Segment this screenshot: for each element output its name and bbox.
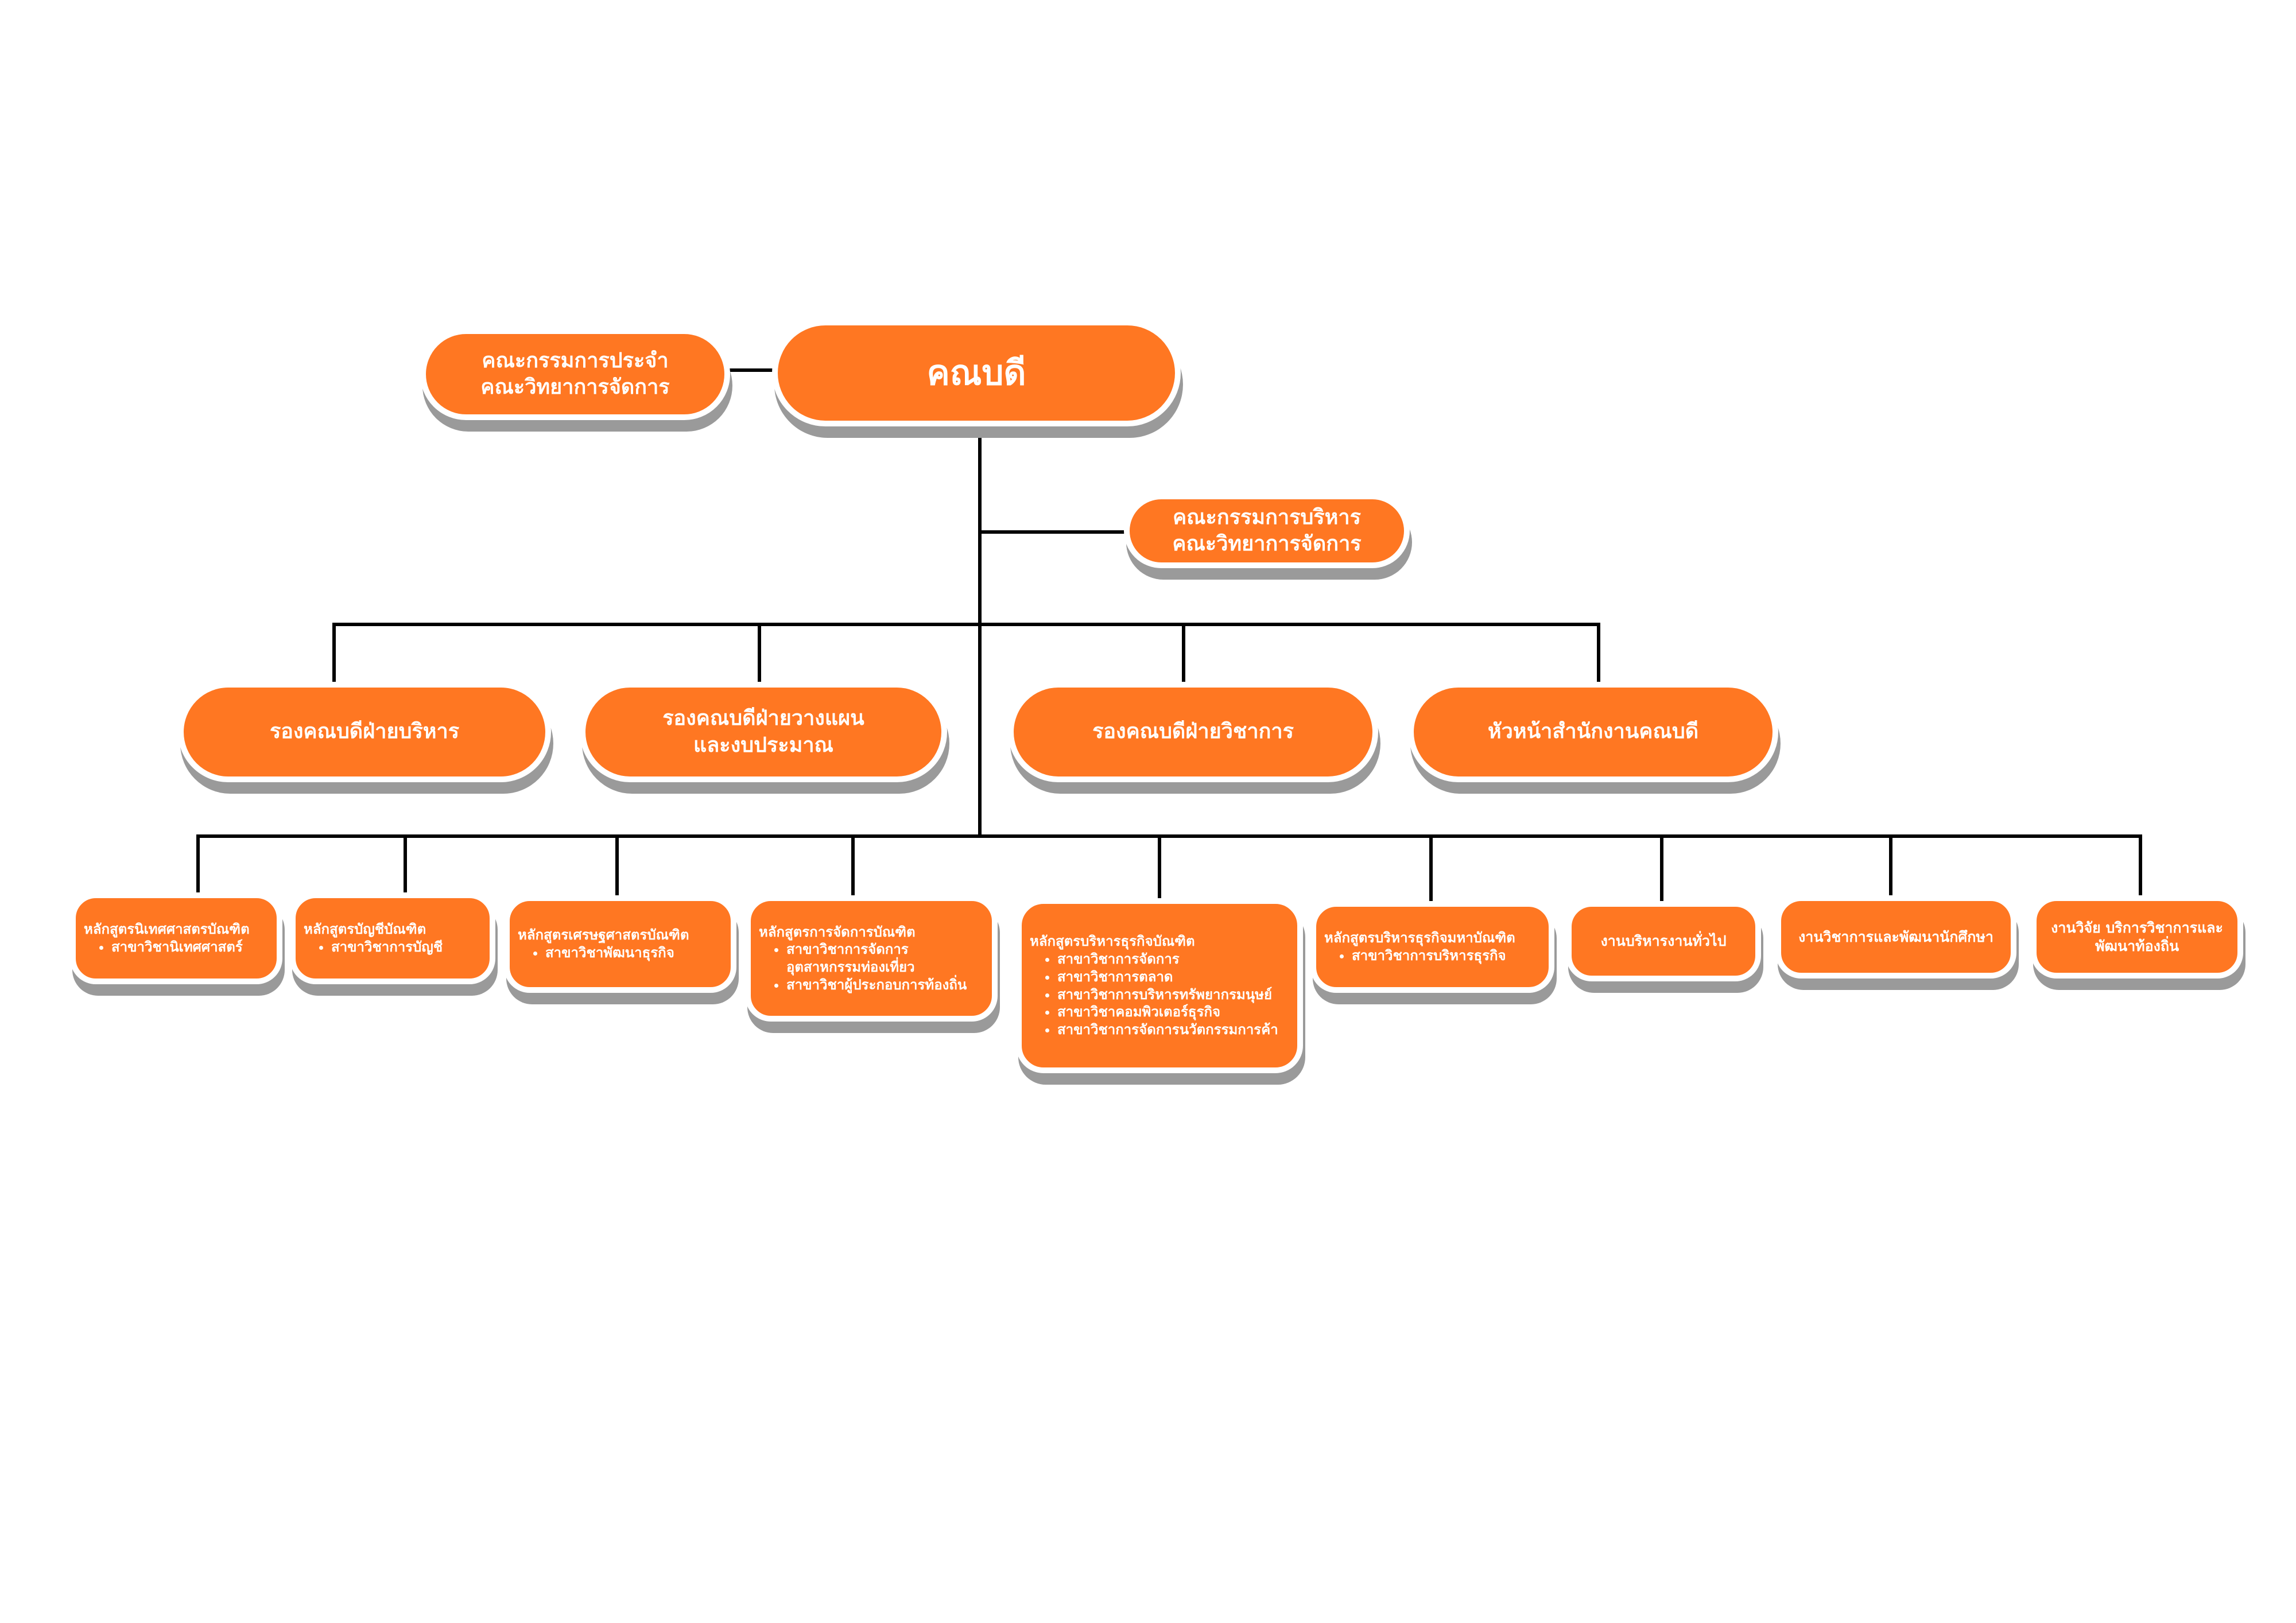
unit-research-box: งานวิจัย บริการวิชาการและ พัฒนาท้องถิ่น (2031, 895, 2243, 979)
unit-economics-item-1: สาขาวิชาพัฒนาธุรกิจ (545, 944, 674, 962)
deputy-admin-label: รองคณบดีฝ่ายบริหาร (269, 720, 460, 744)
unit-accounting-title: หลักสูตรบัญชีบัณฑิต (304, 921, 426, 938)
unit-economics-box: หลักสูตรเศรษฐศาสตรบัณฑิต สาขาวิชาพัฒนาธุ… (504, 895, 736, 993)
deputy-admin-box: รองคณบดีฝ่ายบริหาร (178, 682, 551, 782)
unit-business-admin-item-1: สาขาวิชาการจัดการ (1057, 950, 1278, 968)
dean-box: คณบดี (772, 320, 1181, 426)
deputy-planning-line-1: รองคณบดีฝ่ายวางแผน (662, 706, 864, 731)
unit-communication-arts-item-1: สาขาวิชานิเทศศาสตร์ (111, 938, 243, 956)
unit-accounting-box: หลักสูตรบัญชีบัณฑิต สาขาวิชาการบัญชี (290, 892, 495, 984)
unit-mba-item-1: สาขาวิชาการบริหารธุรกิจ (1352, 947, 1506, 965)
dean-label: คณบดี (926, 352, 1026, 393)
unit-management-title: หลักสูตรการจัดการบัณฑิต (759, 923, 916, 940)
deputy-planning-line-2: และงบประมาณ (693, 733, 833, 757)
deputy-academic-box: รองคณบดีฝ่ายวิชาการ (1008, 682, 1378, 782)
executive-committee-box: คณะกรรมการบริหาร คณะวิทยาการจัดการ (1124, 494, 1410, 568)
unit-communication-arts-box: หลักสูตรนิเทศศาสตรบัณฑิต สาขาวิชานิเทศศา… (70, 892, 282, 984)
dean-office-head-label: หัวหน้าสำนักงานคณบดี (1487, 720, 1699, 744)
unit-mba-title: หลักสูตรบริหารธุรกิจมหาบัณฑิต (1324, 930, 1515, 946)
unit-communication-arts-title: หลักสูตรนิเทศศาสตรบัณฑิต (84, 921, 250, 938)
executive-committee-line-1: คณะกรรมการบริหาร (1173, 505, 1361, 529)
unit-business-admin-item-2: สาขาวิชาการตลาด (1057, 968, 1278, 986)
unit-management-item-1: สาขาวิชาการจัดการ อุตสาหกรรมท่องเที่ยว (786, 941, 959, 976)
standing-committee-box: คณะกรรมการประจำ คณะวิทยาการจัดการ (420, 328, 730, 420)
dean-office-head-box: หัวหน้าสำนักงานคณบดี (1408, 682, 1778, 782)
unit-academic-affairs-box: งานวิชาการและพัฒนานักศึกษา (1775, 895, 2016, 979)
unit-economics-title: หลักสูตรเศรษฐศาสตรบัณฑิต (518, 927, 689, 943)
unit-business-admin-title: หลักสูตรบริหารธุรกิจบัณฑิต (1030, 933, 1195, 950)
unit-academic-affairs-label: งานวิชาการและพัฒนานักศึกษา (1798, 928, 1994, 945)
unit-business-admin-item-5: สาขาวิชาการจัดการนวัตกรรมการค้า (1057, 1021, 1278, 1039)
executive-committee-line-2: คณะวิทยาการจัดการ (1172, 532, 1362, 556)
unit-business-admin-box: หลักสูตรบริหารธุรกิจบัณฑิต สาขาวิชาการจั… (1016, 898, 1303, 1073)
deputy-academic-label: รองคณบดีฝ่ายวิชาการ (1092, 720, 1294, 744)
unit-research-line-2: พัฒนาท้องถิ่น (2095, 937, 2179, 954)
unit-research-line-1: งานวิจัย บริการวิชาการและ (2051, 919, 2223, 936)
deputy-planning-box: รองคณบดีฝ่ายวางแผน และงบประมาณ (580, 682, 947, 782)
unit-management-box: หลักสูตรการจัดการบัณฑิต สาขาวิชาการจัดกา… (745, 895, 998, 1022)
unit-accounting-item-1: สาขาวิชาการบัญชี (331, 938, 443, 956)
unit-business-admin-item-4: สาขาวิชาคอมพิวเตอร์ธุรกิจ (1057, 1003, 1278, 1021)
unit-management-item-2: สาขาวิชาผู้ประกอบการท้องถิ่น (786, 976, 967, 994)
unit-general-admin-box: งานบริหารงานทั่วไป (1566, 901, 1761, 981)
unit-mba-box: หลักสูตรบริหารธุรกิจมหาบัณฑิต สาขาวิชากา… (1310, 901, 1554, 993)
unit-general-admin-label: งานบริหารงานทั่วไป (1600, 933, 1727, 949)
standing-committee-line-2: คณะวิทยาการจัดการ (480, 375, 670, 399)
unit-business-admin-item-3: สาขาวิชาการบริหารทรัพยากรมนุษย์ (1057, 986, 1278, 1004)
standing-committee-line-1: คณะกรรมการประจำ (482, 348, 669, 372)
